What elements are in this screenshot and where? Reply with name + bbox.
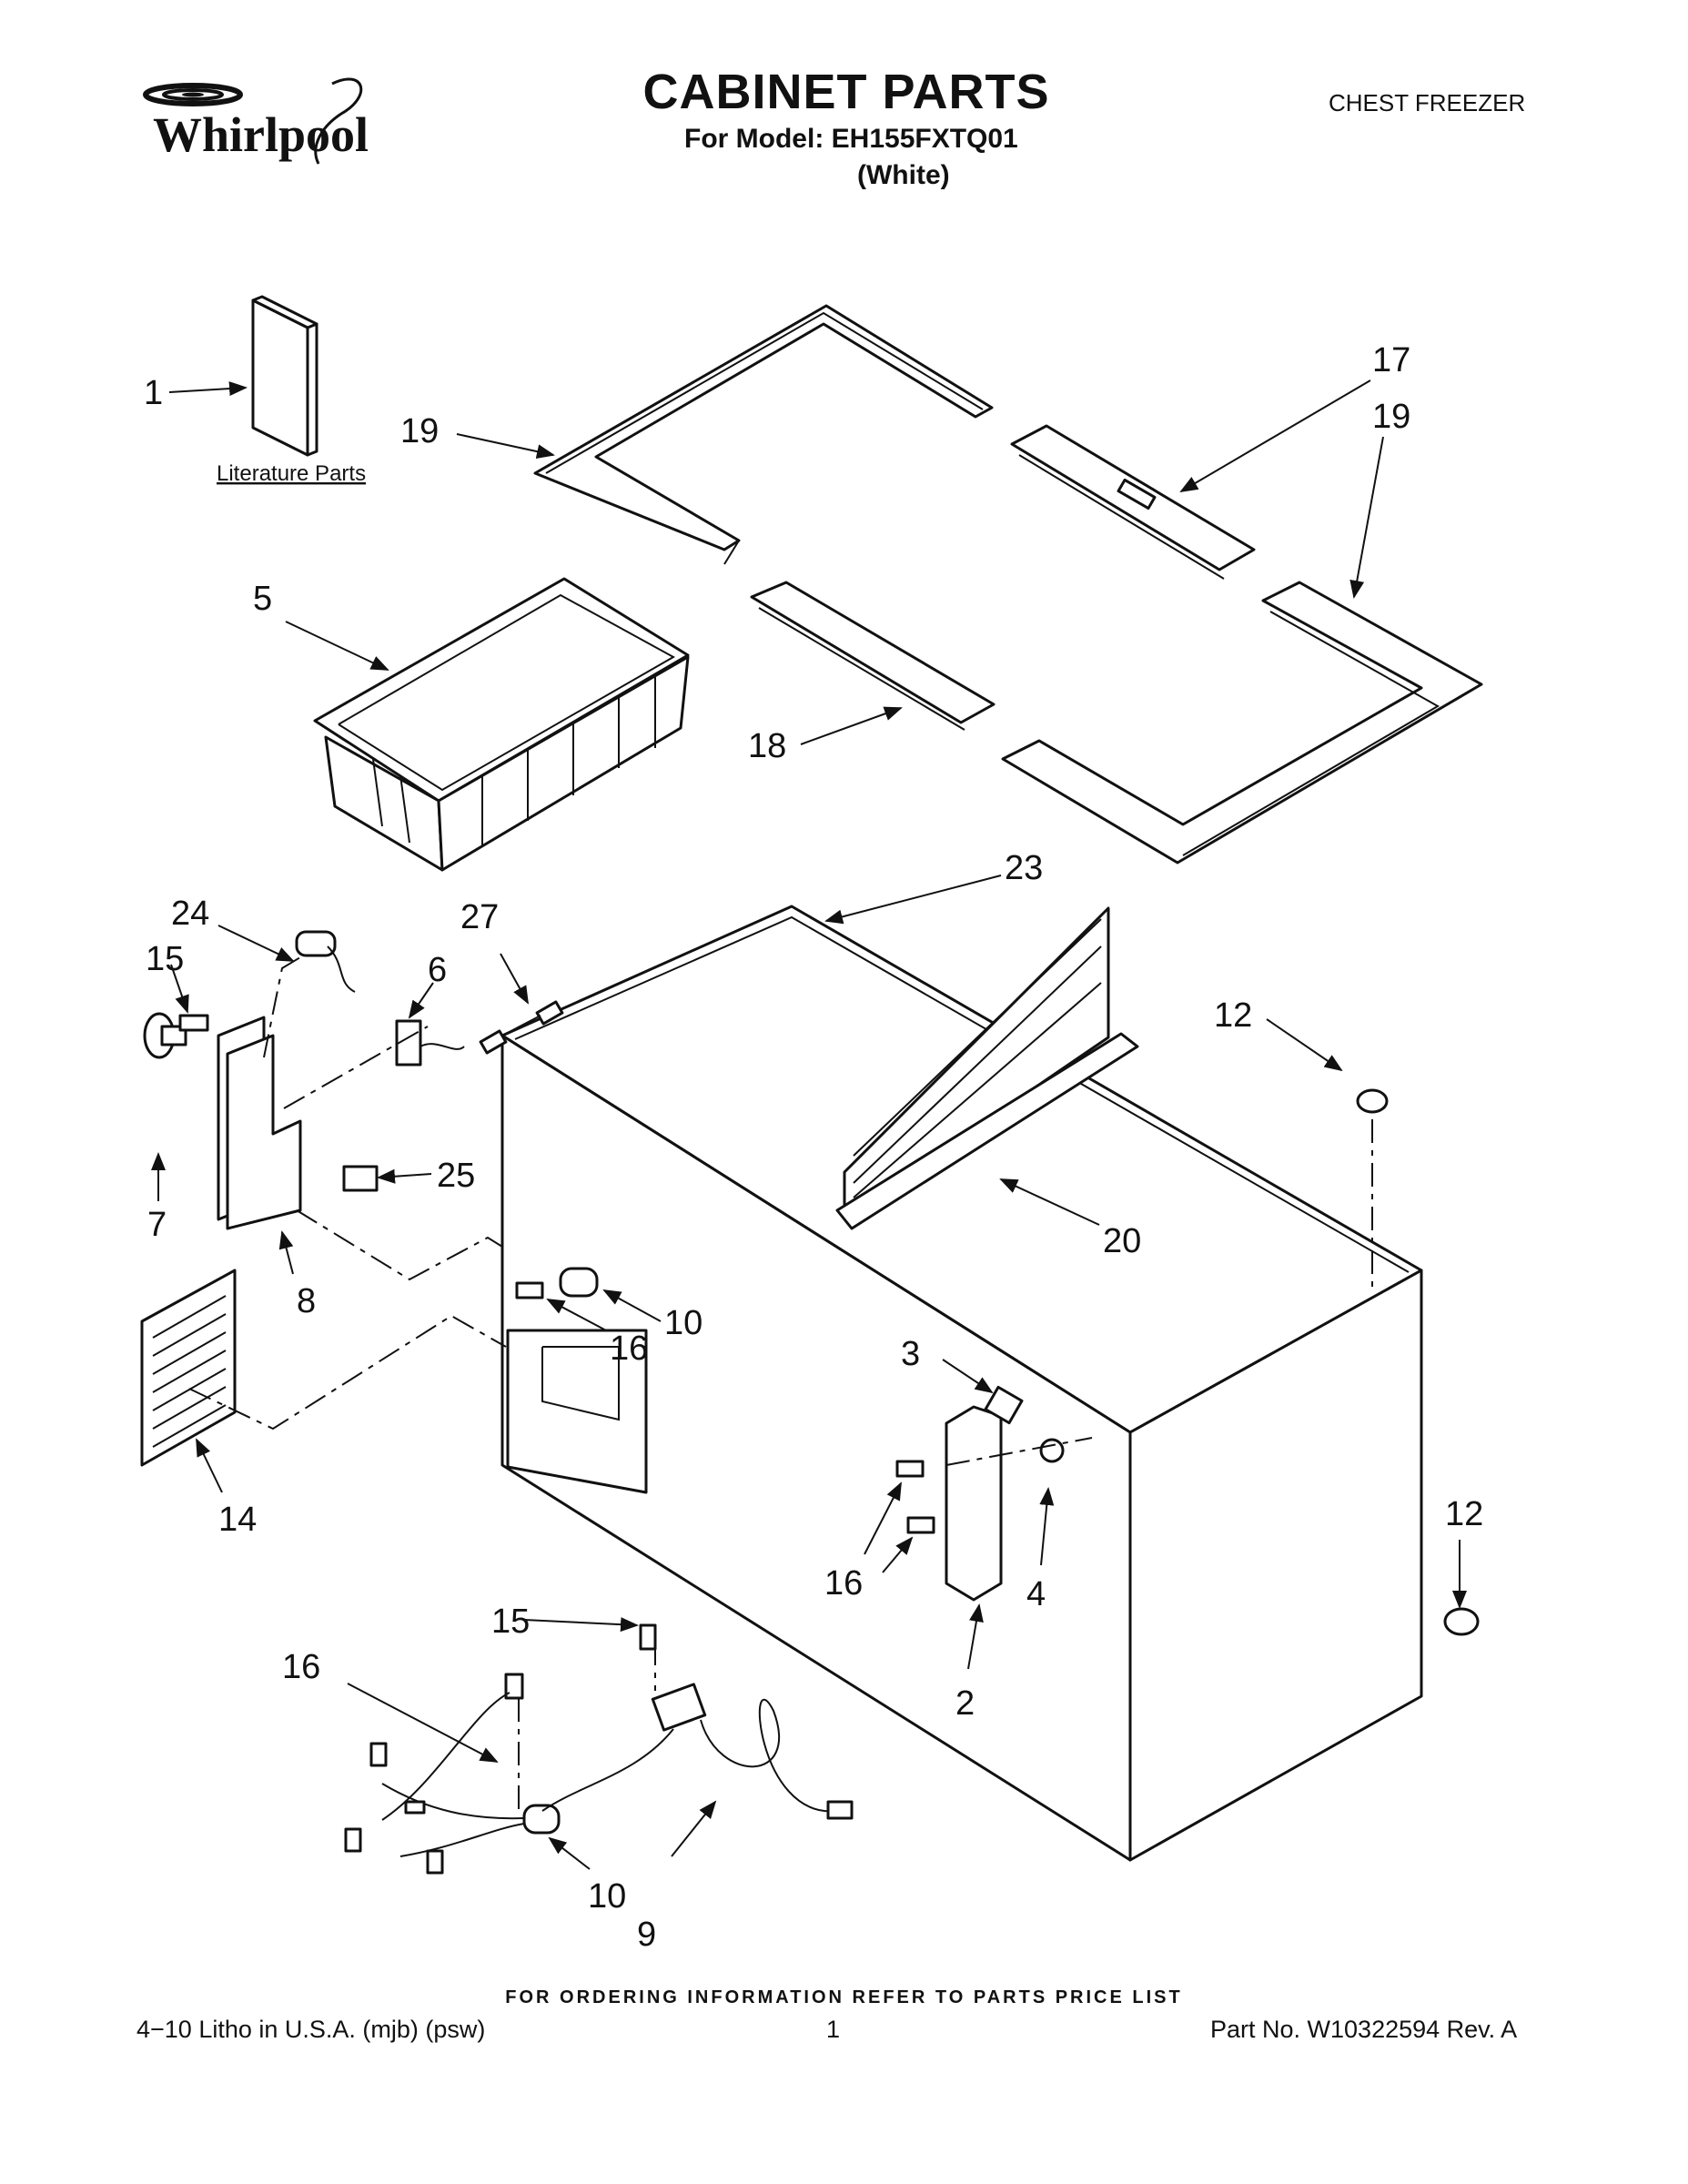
page-title: CABINET PARTS xyxy=(642,65,1050,119)
connector-27 xyxy=(479,1000,564,1055)
callout-5: 5 xyxy=(253,580,272,618)
thermostat-assembly xyxy=(295,930,356,993)
callout-8: 8 xyxy=(297,1282,316,1320)
screw-15a xyxy=(178,1014,209,1032)
color-line: (White) xyxy=(857,160,950,190)
logo-swirl-icon xyxy=(143,83,243,106)
callout-3: 3 xyxy=(901,1335,920,1373)
callout-17: 17 xyxy=(1372,341,1410,379)
screw-16a xyxy=(515,1281,544,1299)
hinge-assembly xyxy=(895,1385,1065,1602)
callout-14: 14 xyxy=(218,1501,257,1539)
callout-6: 6 xyxy=(428,951,447,989)
callout-15b: 15 xyxy=(491,1603,530,1641)
callout-24: 24 xyxy=(171,895,209,933)
callout-9: 9 xyxy=(637,1916,656,1954)
callout-7: 7 xyxy=(147,1206,167,1244)
callout-19a: 19 xyxy=(400,412,439,450)
callout-1: 1 xyxy=(144,374,163,412)
callout-16a: 16 xyxy=(610,1330,648,1368)
storage-basket xyxy=(313,577,690,872)
callout-23: 23 xyxy=(1005,849,1043,887)
callout-25: 25 xyxy=(437,1157,475,1195)
appliance-category: CHEST FREEZER xyxy=(1329,89,1526,116)
wiring-harness xyxy=(344,1623,854,1875)
cabinet-divider xyxy=(835,906,1139,1230)
part-number: Part No. W10322594 Rev. A xyxy=(1210,2016,1518,2043)
overload-protector xyxy=(342,1165,379,1192)
cabinet-body xyxy=(500,905,1423,1862)
clamp-10a xyxy=(559,1267,599,1298)
callout-15a: 15 xyxy=(146,940,184,978)
callout-16c: 16 xyxy=(282,1648,320,1686)
callout-12a: 12 xyxy=(1214,996,1252,1035)
breaker-strip-right xyxy=(1001,581,1483,864)
breaker-strip-center xyxy=(1010,424,1256,580)
page-number: 1 xyxy=(826,2016,841,2043)
leveling-leg-bottom xyxy=(1443,1607,1480,1636)
model-line: For Model: EH155FXTQ01 xyxy=(684,124,1018,154)
callout-12b: 12 xyxy=(1445,1495,1483,1533)
ordering-notice: FOR ORDERING INFORMATION REFER TO PARTS … xyxy=(505,1987,1183,2007)
literature-booklet xyxy=(251,295,318,457)
logo-wordmark: Whirlpool xyxy=(153,107,369,162)
leveling-leg-top xyxy=(1356,1088,1389,1114)
literature-parts-label: Literature Parts xyxy=(217,461,366,486)
breaker-strip-left xyxy=(533,304,994,565)
relay xyxy=(395,1019,465,1067)
callout-27: 27 xyxy=(460,898,499,936)
callout-2: 2 xyxy=(955,1684,975,1723)
callout-19b: 19 xyxy=(1372,398,1410,436)
control-cover xyxy=(217,1016,302,1230)
machine-compartment-grille xyxy=(140,1269,237,1467)
control-knob xyxy=(143,1012,187,1059)
breaker-strip-front xyxy=(750,581,996,731)
callout-18: 18 xyxy=(748,727,786,765)
whirlpool-logo: Whirlpool xyxy=(143,77,369,165)
callout-20: 20 xyxy=(1103,1222,1141,1260)
callout-16b: 16 xyxy=(824,1564,863,1603)
litho-info: 4−10 Litho in U.S.A. (mjb) (psw) xyxy=(136,2016,486,2043)
callout-10b: 10 xyxy=(588,1877,626,1916)
callout-4: 4 xyxy=(1026,1575,1046,1613)
callout-10a: 10 xyxy=(664,1304,702,1342)
